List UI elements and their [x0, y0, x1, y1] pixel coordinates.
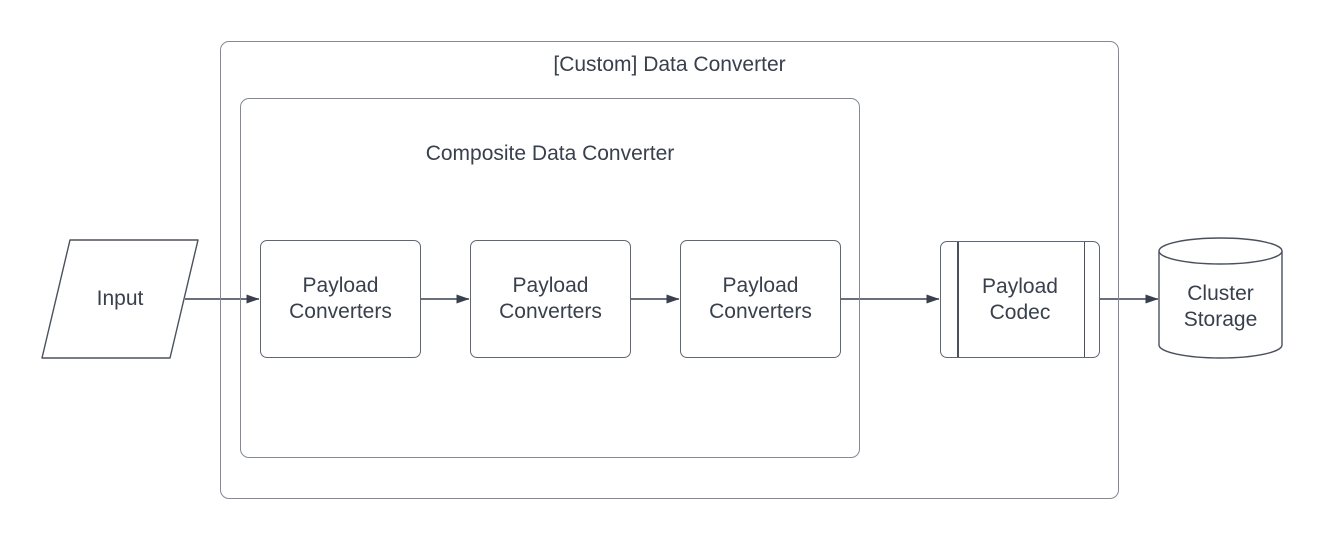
node-cluster-storage-label-wrap: Cluster Storage [1159, 255, 1282, 359]
node-payload-codec-label: Payload Codec [982, 274, 1058, 324]
node-input-label: Input [96, 287, 144, 310]
node-payload-converters-2: Payload Converters [470, 240, 631, 358]
node-input-label-wrap: Input [42, 240, 198, 358]
node-payload-converters-2-label: Payload Converters [499, 274, 602, 323]
custom-data-converter-title: [Custom] Data Converter [553, 53, 786, 76]
cluster-storage-cylinder-shape [1158, 237, 1283, 359]
node-payload-codec: Payload Codec [940, 241, 1100, 358]
custom-data-converter-container: [Custom] Data Converter [220, 41, 1119, 499]
node-payload-converters-1: Payload Converters [260, 240, 421, 358]
composite-data-converter-container: Composite Data Converter [240, 98, 860, 458]
node-cluster-storage-label: Cluster Storage [1183, 282, 1258, 331]
node-payload-converters-3-label: Payload Converters [709, 274, 812, 323]
codec-right-bar [1083, 242, 1085, 357]
node-payload-converters-3: Payload Converters [680, 240, 841, 358]
node-payload-converters-1-label: Payload Converters [289, 274, 392, 323]
input-parallelogram-shape [41, 239, 199, 359]
composite-data-converter-title: Composite Data Converter [425, 142, 675, 165]
codec-left-bar [957, 242, 959, 357]
